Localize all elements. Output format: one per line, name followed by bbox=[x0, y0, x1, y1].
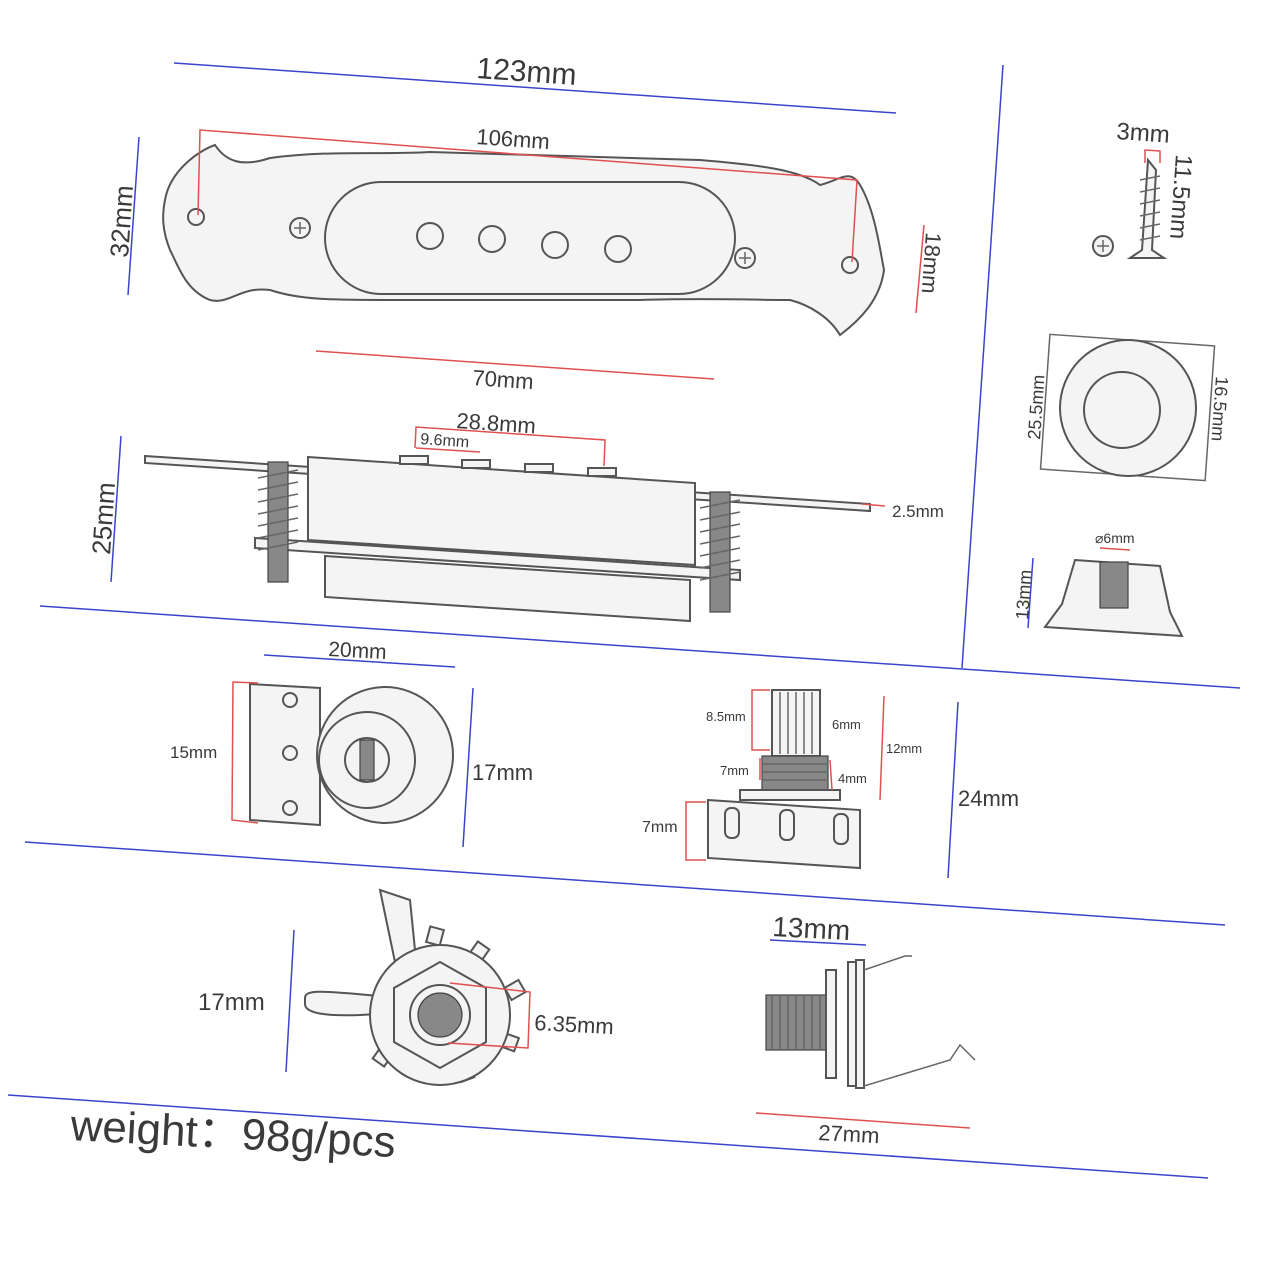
knob-bore bbox=[1099, 561, 1129, 609]
label-24mm: 24mm bbox=[958, 786, 1019, 811]
label-9-6mm: 9.6mm bbox=[420, 431, 470, 451]
dim-line-17b bbox=[285, 929, 295, 1073]
label-17mm-jack: 17mm bbox=[198, 989, 265, 1016]
dim-line-9-6 bbox=[415, 447, 481, 453]
dim-line-13 bbox=[1027, 557, 1034, 629]
pot-top-view bbox=[249, 682, 454, 827]
jack-spring-contact bbox=[863, 955, 976, 1087]
label-6-35mm: 6.35mm bbox=[534, 1010, 615, 1039]
label-4mm: 4mm bbox=[838, 771, 867, 786]
label-2-5mm: 2.5mm bbox=[892, 502, 944, 521]
pickup-cover bbox=[324, 181, 736, 295]
label-13mm: 13mm bbox=[1012, 569, 1035, 620]
label-8-5mm: 8.5mm bbox=[706, 709, 746, 724]
pickup-side-view bbox=[144, 454, 871, 623]
screw-shank bbox=[1126, 157, 1168, 259]
weight-label: weight：98g/pcs bbox=[68, 1101, 396, 1167]
separator-line-2 bbox=[24, 841, 1226, 926]
dim-line-20 bbox=[263, 654, 456, 668]
label-25mm: 25mm bbox=[86, 481, 121, 555]
jack-tab-left bbox=[304, 990, 379, 1017]
pickup-top-view bbox=[162, 143, 886, 337]
threaded-bushing bbox=[761, 755, 829, 791]
bottom-plate bbox=[254, 536, 741, 582]
label-3mm: 3mm bbox=[1116, 118, 1171, 149]
label-11-5mm: 11.5mm bbox=[1164, 154, 1197, 241]
dim-line-28-8 bbox=[414, 426, 606, 467]
label-27mm: 27mm bbox=[818, 1120, 880, 1148]
label-20mm: 20mm bbox=[328, 638, 387, 664]
mount-hole bbox=[841, 256, 859, 274]
label-25-5mm: 25.5mm bbox=[1024, 374, 1048, 440]
dim-line-2-5 bbox=[861, 503, 886, 507]
jack-frame bbox=[855, 959, 865, 1089]
pole-piece bbox=[541, 231, 569, 259]
separator-line-vertical bbox=[961, 64, 1004, 669]
magnet-block bbox=[324, 554, 691, 623]
label-6mm: ⌀6mm bbox=[1095, 530, 1135, 546]
dim-line-123 bbox=[173, 62, 897, 114]
pole-piece bbox=[416, 222, 444, 250]
dim-line-32 bbox=[127, 136, 140, 296]
pole-top bbox=[461, 459, 491, 469]
dim-line-6-35 bbox=[447, 982, 531, 1049]
dim-line-4 bbox=[829, 759, 833, 791]
label-15mm: 15mm bbox=[170, 743, 217, 762]
knob-side-view bbox=[1043, 558, 1184, 638]
separator-line-3 bbox=[7, 1094, 1209, 1179]
pole-top bbox=[587, 467, 617, 477]
pole-piece bbox=[604, 235, 632, 263]
dim-line-18 bbox=[915, 224, 925, 314]
dim-line-15 bbox=[231, 681, 259, 824]
dim-line-17a bbox=[462, 687, 474, 848]
dim-line-8-5 bbox=[751, 689, 770, 751]
shaft-slot bbox=[359, 739, 375, 781]
jack-flange bbox=[825, 969, 837, 1079]
knob-top-view bbox=[1039, 333, 1216, 482]
dim-line-6 bbox=[1099, 547, 1131, 551]
mount-nut bbox=[739, 789, 841, 801]
label-123mm: 123mm bbox=[476, 52, 578, 92]
label-32mm: 32mm bbox=[104, 184, 139, 258]
label-28-8mm: 28.8mm bbox=[456, 408, 537, 438]
dim-line-70 bbox=[315, 350, 715, 380]
jack-front-view bbox=[304, 888, 527, 1086]
label-106mm: 106mm bbox=[476, 124, 551, 154]
label-16-5mm: 16.5mm bbox=[1207, 376, 1231, 442]
label-7mm-thread: 7mm bbox=[720, 763, 749, 778]
dim-line-27 bbox=[755, 1112, 971, 1129]
pole-piece bbox=[478, 225, 506, 253]
pole-top bbox=[524, 463, 554, 473]
pickup-body bbox=[307, 455, 696, 567]
dim-line-3 bbox=[1144, 149, 1161, 163]
label-7mm-base: 7mm bbox=[642, 819, 678, 836]
jack-side-view bbox=[765, 955, 976, 1089]
dim-line-12 bbox=[879, 695, 885, 801]
pole-top bbox=[399, 455, 429, 465]
label-6mm-shaft: 6mm bbox=[832, 717, 861, 732]
dim-line-13-jack bbox=[769, 939, 867, 946]
wood-screw bbox=[1092, 157, 1168, 259]
label-18mm: 18mm bbox=[917, 232, 946, 295]
label-13mm-jack: 13mm bbox=[772, 911, 851, 946]
knob-inner bbox=[1083, 371, 1161, 449]
jack-washer-side bbox=[847, 961, 857, 1087]
dim-line-24 bbox=[947, 701, 959, 879]
dim-line-106 bbox=[197, 129, 858, 263]
separator-line-1 bbox=[39, 605, 1241, 689]
pot-side-view bbox=[707, 689, 861, 870]
jack-hole bbox=[417, 992, 463, 1038]
dim-line-25 bbox=[110, 435, 122, 583]
mount-hole bbox=[187, 208, 205, 226]
dim-line-7-base bbox=[685, 801, 706, 861]
label-12mm: 12mm bbox=[886, 741, 922, 756]
label-17mm-pot: 17mm bbox=[472, 760, 533, 785]
label-70mm: 70mm bbox=[472, 365, 535, 394]
